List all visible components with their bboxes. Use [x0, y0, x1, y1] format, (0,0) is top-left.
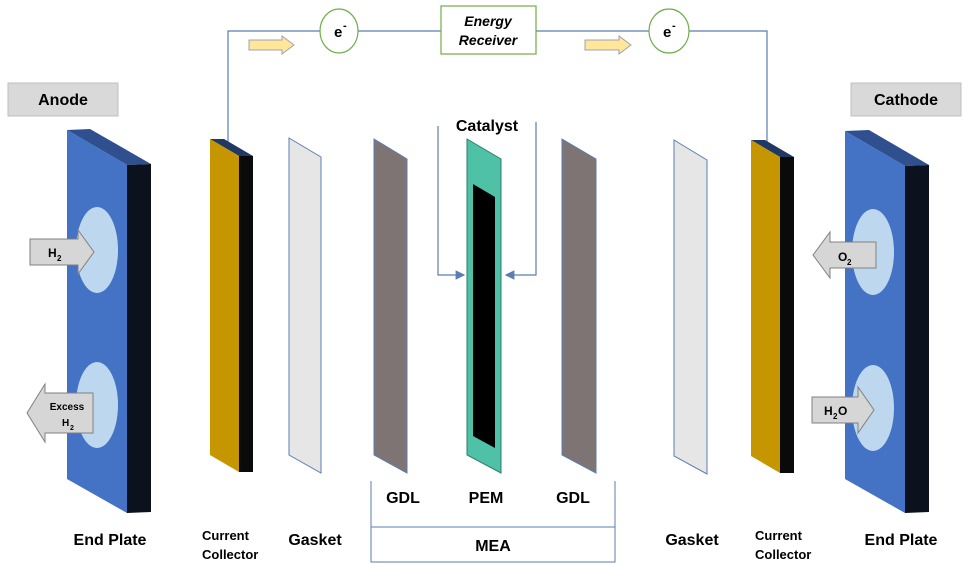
electron-circle-right — [648, 8, 690, 54]
gdl-left-label: GDL — [386, 490, 420, 507]
electron-flow-arrow-right — [584, 35, 632, 55]
electron-charge-left: - — [343, 20, 347, 32]
end-plate-left-top — [67, 129, 151, 165]
mea-bracket: MEA GDL PEM GDL — [370, 481, 616, 563]
mea-label: MEA — [475, 538, 511, 555]
electron-label-left: e — [334, 24, 342, 41]
o2-inlet-label: O — [838, 250, 847, 264]
cathode-label-box — [850, 82, 962, 117]
component-labels: End Plate Current Collector Gasket Gaske… — [74, 528, 938, 562]
electron-flow-arrow-left — [248, 35, 295, 55]
gdl-left — [373, 138, 408, 474]
current-collector-left-face — [210, 139, 239, 472]
end-plate-left-face — [67, 130, 127, 513]
gasket-left — [288, 137, 322, 474]
h2-inlet-sub: 2 — [57, 254, 62, 263]
h2-inlet-label: H — [48, 246, 57, 260]
circuit-wire-right — [689, 30, 768, 142]
electron-charge-right: - — [672, 20, 676, 32]
current-collector-right-side — [780, 157, 794, 473]
catalyst-label: Catalyst — [456, 118, 519, 135]
excess-h2-label-line1: Excess — [50, 402, 85, 413]
external-circuit: e - e - Energy Receiver — [227, 5, 768, 142]
current-collector-right-label-2: Collector — [755, 547, 811, 562]
current-collector-left-top — [210, 139, 253, 156]
pem-label: PEM — [469, 490, 504, 507]
cathode-label: Cathode — [874, 92, 938, 109]
mea-box — [370, 526, 616, 563]
gasket-right-label: Gasket — [665, 532, 719, 549]
o2-inlet-sub: 2 — [847, 258, 852, 267]
current-collector-left-label-1: Current — [202, 528, 250, 543]
anode-label: Anode — [38, 92, 88, 109]
electron-label-right: e — [663, 24, 671, 41]
port-left-upper — [76, 207, 118, 293]
catalyst-arrow-right — [504, 122, 537, 280]
energy-receiver-line1: Energy — [464, 13, 513, 29]
pem — [466, 138, 502, 474]
electron-circle-left — [319, 8, 359, 54]
end-plate-left-side — [127, 164, 151, 513]
end-plate-left-label: End Plate — [74, 532, 147, 549]
end-plate-left — [67, 129, 151, 513]
current-collector-right — [751, 140, 794, 473]
cathode-header: Cathode — [850, 82, 962, 117]
current-collector-right-top — [751, 140, 794, 157]
anode-label-box — [7, 82, 119, 117]
energy-receiver-box — [440, 5, 537, 55]
end-plate-right — [845, 130, 929, 513]
end-plate-right-top — [845, 130, 929, 166]
catalyst-arrow-left — [437, 126, 466, 280]
h2-inlet-arrow: H 2 — [29, 228, 95, 276]
excess-h2-sub: 2 — [70, 425, 74, 432]
h2o-outlet-arrow: H 2 O — [811, 385, 875, 435]
end-plate-right-label: End Plate — [865, 532, 938, 549]
anode-header: Anode — [7, 82, 119, 117]
current-collector-left-side — [239, 156, 253, 472]
end-plate-right-face — [845, 131, 905, 513]
h2o-outlet-o: O — [838, 404, 847, 418]
o2-inlet-arrow: O 2 — [812, 230, 877, 280]
excess-h2-label-line2: H — [62, 418, 69, 429]
current-collector-right-face — [751, 140, 780, 473]
catalyst-callout: Catalyst — [437, 118, 537, 280]
gdl-right — [561, 138, 597, 474]
circuit-wire-left — [227, 30, 320, 142]
pem-core — [473, 184, 495, 448]
gasket-left-label: Gasket — [288, 532, 342, 549]
h2o-outlet-h: H — [824, 404, 833, 418]
gasket-right — [673, 139, 708, 475]
end-plate-right-side — [905, 165, 929, 513]
gdl-right-label: GDL — [556, 490, 590, 507]
current-collector-left-label-2: Collector — [202, 547, 258, 562]
current-collector-right-label-1: Current — [755, 528, 803, 543]
excess-h2-outlet-arrow: Excess H 2 — [26, 382, 94, 444]
h2o-outlet-sub: 2 — [833, 412, 838, 421]
energy-receiver-line2: Receiver — [459, 32, 519, 48]
current-collector-left — [210, 139, 253, 472]
